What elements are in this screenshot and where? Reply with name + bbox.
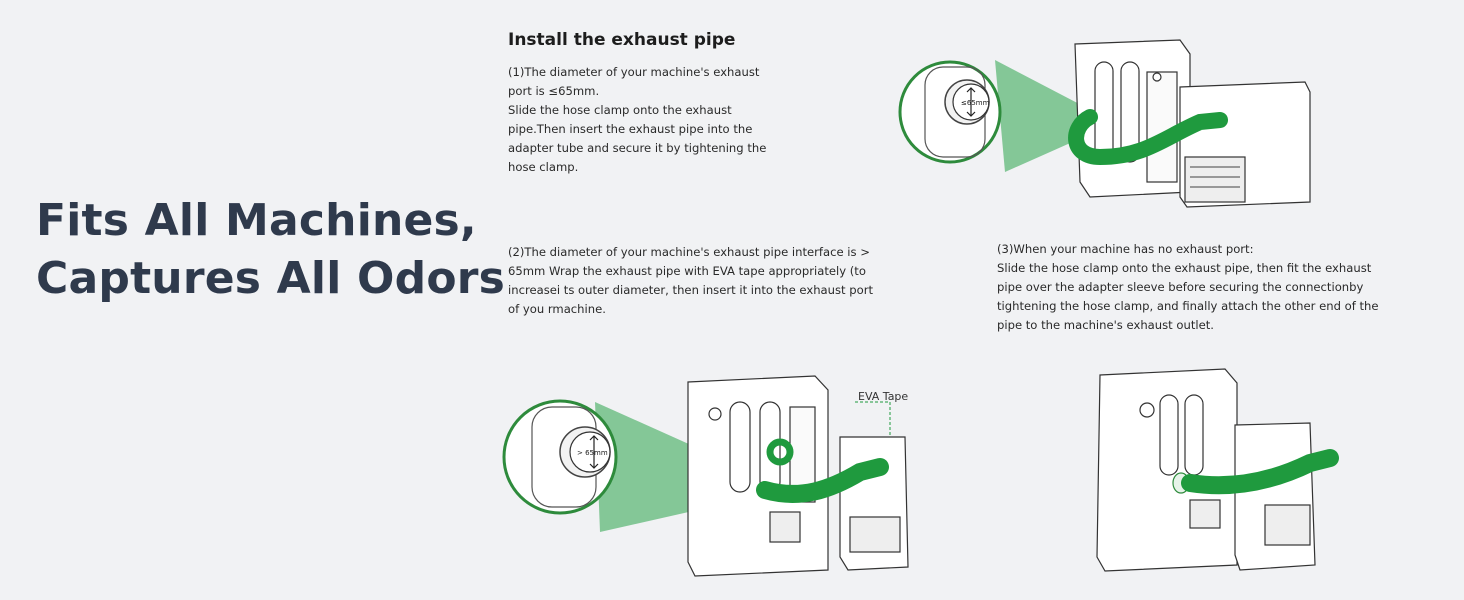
step-3-line: Slide the hose clamp onto the exhaust pi… — [997, 261, 1372, 275]
arrow-up-down-icon — [589, 435, 599, 469]
step-1-line: pipe.Then insert the exhaust pipe into t… — [508, 122, 753, 136]
section-title: Install the exhaust pipe — [508, 30, 736, 50]
step-3-line: (3)When your machine has no exhaust port… — [997, 242, 1254, 256]
step-1-line: (1)The diameter of your machine's exhaus… — [508, 65, 760, 79]
air-purifier-unit — [1179, 81, 1311, 208]
magnifier-zoom-circle: ≤65mm — [898, 60, 1002, 164]
headline-line-1: Fits All Machines, — [36, 195, 477, 246]
step-1-line: Slide the hose clamp onto the exhaust — [508, 103, 732, 117]
magnifier-zoom-circle: > 65mm — [502, 399, 618, 515]
step-1-illustration: ≤65mm — [898, 39, 1311, 208]
step-2-line: of you rmachine. — [508, 302, 606, 316]
step-2-line: (2)The diameter of your machine's exhaus… — [508, 245, 870, 259]
step-3-line: pipe to the machine's exhaust outlet. — [997, 318, 1214, 332]
exhaust-hose — [1068, 109, 1228, 166]
printer-machine — [1096, 368, 1238, 572]
zoom-cone — [995, 60, 1095, 172]
step-2-text: (2)The diameter of your machine's exhaus… — [508, 243, 873, 319]
exhaust-hose — [1181, 449, 1339, 495]
air-purifier-unit — [1234, 422, 1316, 571]
step-1-line: port is ≤65mm. — [508, 84, 600, 98]
printer-machine — [687, 375, 829, 577]
step-3-text: (3)When your machine has no exhaust port… — [997, 240, 1379, 335]
step-1-line: adapter tube and secure it by tightening… — [508, 141, 767, 155]
headline-line-2: Captures All Odors — [36, 253, 506, 304]
step-1-text: (1)The diameter of your machine's exhaus… — [508, 63, 766, 177]
step-3-line: tightening the hose clamp, and finally a… — [997, 299, 1379, 313]
headline: Fits All Machines, Captures All Odors — [36, 192, 505, 308]
eva-callout-line — [855, 401, 891, 437]
air-purifier-unit — [839, 436, 909, 571]
eva-tape-ring — [766, 438, 794, 466]
step-3-illustration — [1096, 368, 1339, 572]
diameter-label-1: ≤65mm — [961, 99, 990, 107]
diameter-label-2: > 65mm — [577, 449, 608, 457]
exhaust-hose — [756, 458, 889, 503]
step-1-line: hose clamp. — [508, 160, 579, 174]
step-2-line: 65mm Wrap the exhaust pipe with EVA tape… — [508, 264, 866, 278]
step-2-line: increasei ts outer diameter, then insert… — [508, 283, 874, 297]
eva-tape-label: EVA Tape — [858, 390, 909, 403]
arrow-up-down-icon — [966, 87, 976, 117]
step-3-line: pipe over the adapter sleeve before secu… — [997, 280, 1364, 294]
step-2-illustration: > 65mm — [502, 375, 909, 577]
